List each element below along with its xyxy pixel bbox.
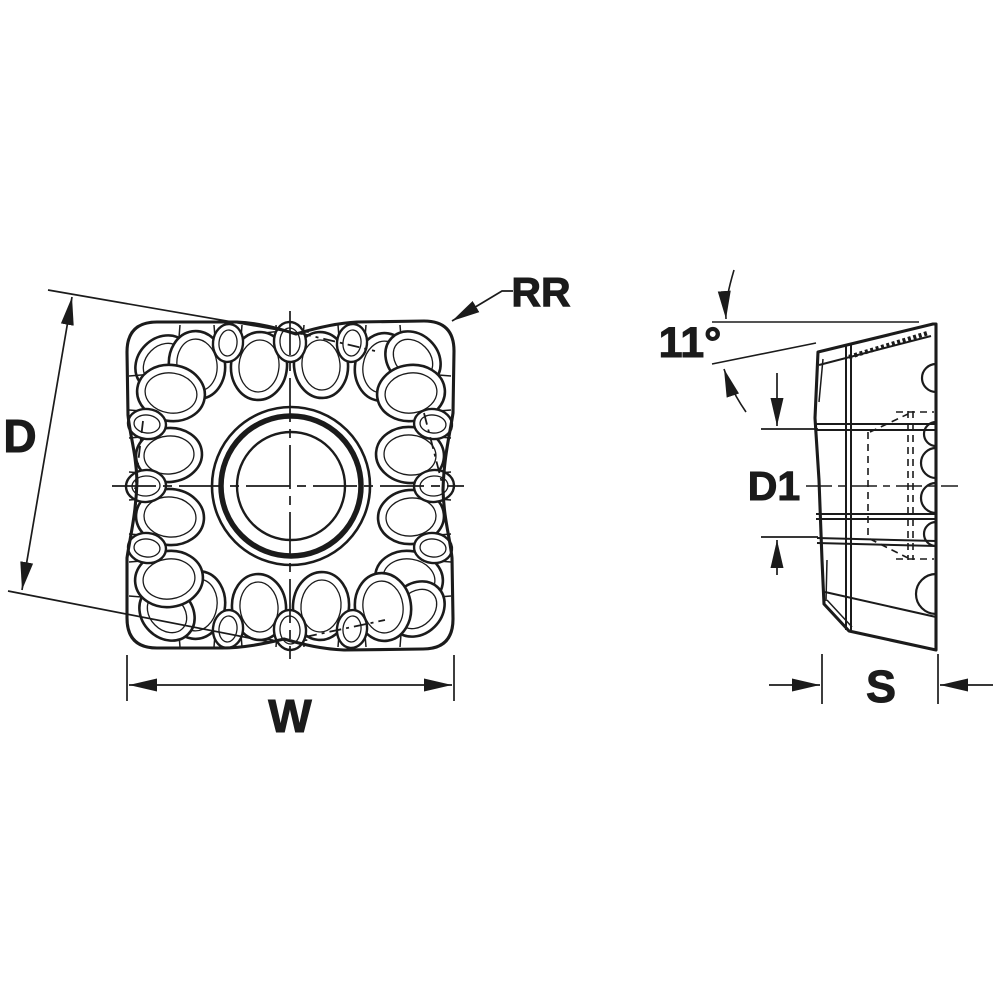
rr-label: RR [511, 269, 570, 315]
angle-arrow-lower [723, 368, 747, 413]
callout-RR: RR [451, 269, 571, 322]
d-extension-line-bottom [7, 590, 271, 643]
d-label: D [3, 410, 36, 462]
front-face-edge-lines [845, 344, 852, 630]
side-view [813, 322, 938, 652]
top-serration-band [848, 330, 929, 360]
d-extension-line-top [47, 289, 303, 335]
edge-serration-arcs [914, 362, 937, 616]
rr-leader-line [451, 290, 513, 322]
w-label: W [268, 690, 312, 742]
insert-outline [125, 319, 456, 652]
edge-crest-centerline-bottom [304, 619, 386, 638]
s-label: S [866, 661, 896, 712]
dimension-angle: 11° [658, 269, 919, 413]
dimension-W: W [126, 655, 455, 743]
front-view [112, 311, 464, 659]
d-dimension-line [20, 296, 74, 591]
dimension-D1: D1 [747, 373, 958, 575]
angle-reference-line-slanted [711, 342, 817, 365]
angle-arrow-upper [717, 269, 735, 320]
dimension-D: D [3, 289, 303, 643]
edge-crest-centerline-right [423, 412, 443, 484]
bottom-corner-line [826, 599, 853, 628]
angle-label: 11° [659, 319, 722, 367]
d1-label: D1 [748, 463, 800, 509]
left-facet-line-bottom [825, 559, 828, 602]
bottom-facet-line [824, 591, 937, 618]
dimension-S: S [769, 654, 993, 713]
top-facet-line [818, 335, 932, 366]
left-facet-line-top [818, 358, 824, 403]
edge-crest-centerline-left [134, 420, 144, 490]
